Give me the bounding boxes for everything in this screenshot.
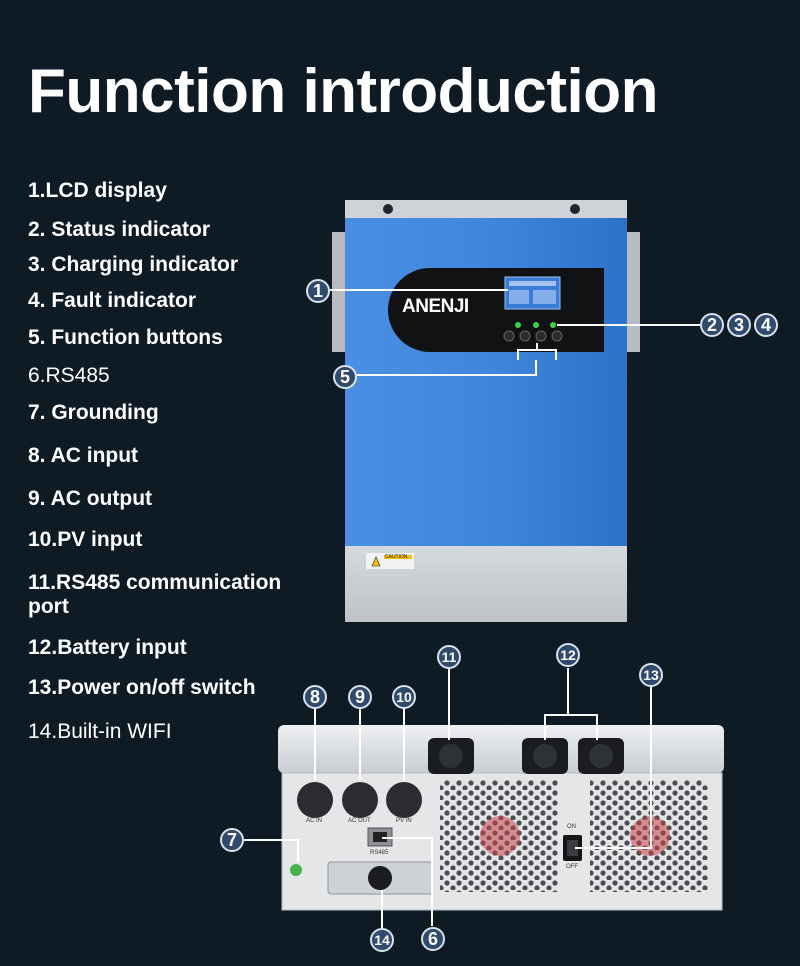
brand-logo: ANENJI [402, 296, 469, 317]
badge-12: 12 [556, 643, 580, 667]
wifi-antenna [368, 866, 392, 890]
badge-10: 10 [392, 685, 416, 709]
charging-led [533, 322, 539, 328]
front-panel-blue [345, 218, 627, 546]
feature-status-indicator: 2. Status indicator [28, 218, 211, 241]
feature-power-switch: 13.Power on/off switch [28, 676, 256, 699]
function-button-1 [503, 330, 515, 342]
badge-14: 14 [370, 928, 394, 952]
caution-text: CAUTION [385, 554, 408, 560]
function-button-2 [519, 330, 531, 342]
mounting-plate [345, 200, 627, 222]
badge-5: 5 [333, 365, 357, 389]
bottom-chassis-top [278, 725, 724, 773]
caution-icon [371, 556, 381, 567]
feature-pv-input: 10.PV input [28, 528, 143, 551]
feature-grounding: 7. Grounding [28, 401, 159, 424]
badge-11: 11 [437, 645, 461, 669]
rs485-label: RS485 [370, 850, 389, 856]
side-tab-right [626, 232, 640, 352]
ac-in-gland [297, 782, 333, 818]
mount-hole-right [570, 204, 580, 214]
feature-charging-indicator: 3. Charging indicator [28, 253, 239, 276]
feature-lcd-display: 1.LCD display [28, 179, 167, 202]
mount-hole-left [383, 204, 393, 214]
grounding-screw [290, 864, 302, 876]
feature-ac-input: 8. AC input [28, 444, 139, 467]
feature-function-buttons: 5. Function buttons [28, 326, 223, 349]
feature-battery-input: 12.Battery input [28, 636, 187, 659]
badge-2: 2 [700, 313, 724, 337]
badge-7: 7 [220, 828, 244, 852]
feature-rs485-communication-port: 11.RS485 communication port [28, 571, 282, 618]
badge-8: 8 [303, 685, 327, 709]
page-title: Function introduction [28, 57, 659, 126]
ac-out-label: AC OUT [348, 818, 371, 824]
badge-1: 1 [306, 279, 330, 303]
switch-on-label: ON [567, 824, 576, 830]
pv-in-gland [386, 782, 422, 818]
function-button-4 [551, 330, 563, 342]
switch-off-label: OFF [566, 864, 578, 870]
badge-4: 4 [754, 313, 778, 337]
ac-out-gland [342, 782, 378, 818]
pv-in-label: PV IN [396, 818, 412, 824]
ac-in-label: AC IN [306, 818, 323, 824]
feature-built-in-wifi: 14.Built-in WIFI [28, 720, 172, 743]
fault-led [550, 322, 556, 328]
function-button-3 [535, 330, 547, 342]
feature-rs485: 6.RS485 [28, 364, 110, 387]
status-led [515, 322, 521, 328]
badge-3: 3 [727, 313, 751, 337]
badge-13: 13 [639, 663, 663, 687]
side-tab-left [332, 232, 346, 352]
badge-9: 9 [348, 685, 372, 709]
feature-ac-output: 9. AC output [28, 487, 153, 510]
feature-fault-indicator: 4. Fault indicator [28, 289, 197, 312]
badge-6: 6 [421, 927, 445, 951]
